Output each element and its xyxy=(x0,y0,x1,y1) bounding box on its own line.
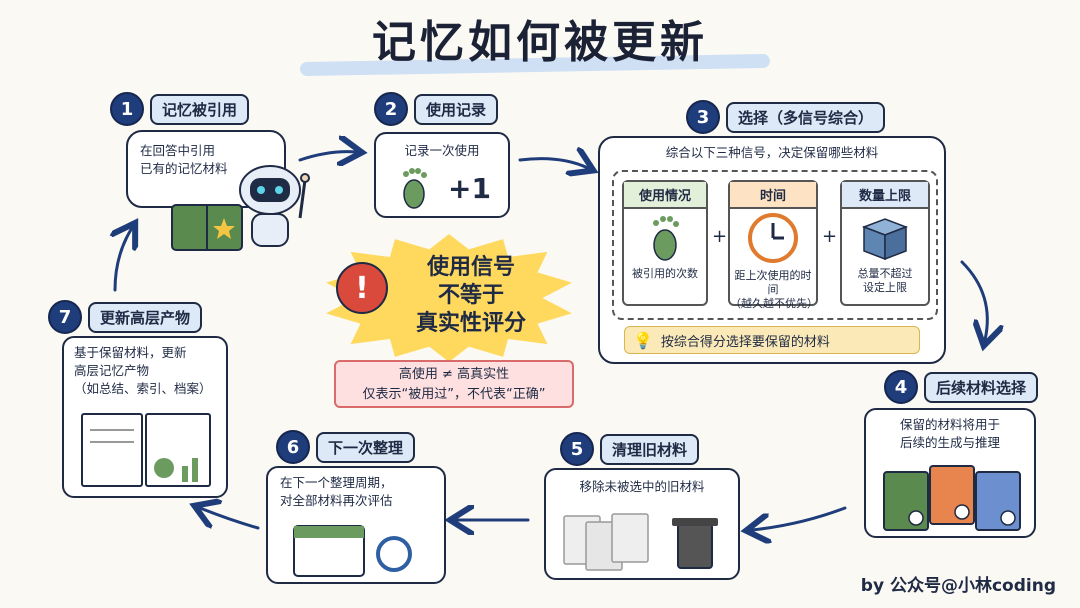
signal-desc: 总量不超过 xyxy=(857,267,913,280)
lightbulb-icon: 💡 xyxy=(633,330,653,350)
step-number: 6 xyxy=(276,430,310,464)
step-5-line-1: 移除未被选中的旧材料 xyxy=(579,479,705,494)
step-4-line-1: 保留的材料将用于 xyxy=(899,417,1000,432)
step-label: 选择（多信号综合） xyxy=(726,101,886,133)
footprint-icon xyxy=(403,168,427,209)
step-number: 7 xyxy=(48,300,82,334)
signal-usage: 使用情况 被引用的次数 xyxy=(622,180,708,306)
calendar-cycle-icon xyxy=(293,525,412,577)
step-5-header: 5 清理旧材料 xyxy=(560,432,700,466)
step-label: 下一次整理 xyxy=(316,431,416,463)
warning-text: 使用信号 不等于 真实性评分 xyxy=(396,254,546,338)
plus-one: +1 xyxy=(448,172,491,205)
report-icon xyxy=(81,413,211,487)
documents-icon xyxy=(883,465,1021,531)
alert-icon: ! xyxy=(336,262,388,314)
step-number: 3 xyxy=(686,100,720,134)
signal-header: 使用情况 xyxy=(624,182,706,209)
arrow-3-4 xyxy=(960,260,987,340)
step-label: 使用记录 xyxy=(414,93,499,125)
signal-limit: 数量上限 总量不超过 设定上限 xyxy=(840,180,930,306)
step-7-header: 7 更新高层产物 xyxy=(48,300,203,334)
step-2-header: 2 使用记录 xyxy=(374,92,499,126)
signal-header: 时间 xyxy=(730,182,816,209)
signal-desc: 被引用的次数 xyxy=(632,267,698,280)
step-label: 记忆被引用 xyxy=(150,93,250,125)
step-number: 4 xyxy=(884,370,918,404)
step-label: 清理旧材料 xyxy=(600,433,700,465)
step-number: 1 xyxy=(110,92,144,126)
step-1-header: 1 记忆被引用 xyxy=(110,92,250,126)
step-number: 2 xyxy=(374,92,408,126)
warning-note-line-2: 仅表示“被用过”，不代表“正确” xyxy=(362,387,546,402)
warning-note: 高使用 ≠ 高真实性 仅表示“被用过”，不代表“正确” xyxy=(334,360,574,408)
summary-bar: 💡 按综合得分选择要保留的材料 xyxy=(624,326,920,354)
page-title: 记忆如何被更新 xyxy=(372,17,708,68)
step-number: 5 xyxy=(560,432,594,466)
step-6-line-1: 在下一个整理周期， xyxy=(280,475,393,490)
step-2-card: 记录一次使用 +1 xyxy=(374,132,510,218)
step-7-line-1: 基于保留材料，更新 xyxy=(74,345,187,360)
signals-group xyxy=(612,170,938,320)
arrow-1-2 xyxy=(298,152,356,160)
step-6-header: 6 下一次整理 xyxy=(276,430,416,464)
author-credit: by 公众号@小林coding xyxy=(860,576,1056,596)
arrow-7-1 xyxy=(115,228,132,292)
arrow-4-5 xyxy=(752,506,847,530)
step-7-line-3: （如总结、索引、档案） xyxy=(74,381,212,396)
warning-note-line-1: 高使用 ≠ 高真实性 xyxy=(398,367,510,382)
arrow-6-7 xyxy=(200,508,260,530)
step-4-header: 4 后续材料选择 xyxy=(884,370,1039,404)
signal-time: 时间 距上次使用的时间 （越久越不优先） xyxy=(728,180,818,310)
step-6-line-2: 对全部材料再次评估 xyxy=(280,493,393,508)
signal-desc: 设定上限 xyxy=(863,281,907,294)
plus-sign: + xyxy=(712,226,728,247)
step-6-card: 在下一个整理周期， 对全部材料再次评估 xyxy=(266,466,446,584)
step-3-card: 综合以下三种信号，决定保留哪些材料 使用情况 被引用的次数 + 时间 距上次使用… xyxy=(598,136,946,364)
footprint-icon xyxy=(653,216,679,261)
warning-line-2: 不等于 xyxy=(437,283,504,308)
signal-desc: 距上次使用的时间 xyxy=(734,269,812,296)
clock-icon xyxy=(748,213,798,263)
summary-text: 按综合得分选择要保留的材料 xyxy=(660,334,830,350)
step-7-card: 基于保留材料，更新 高层记忆产物 （如总结、索引、档案） xyxy=(62,336,228,498)
signal-desc: （越久越不优先） xyxy=(730,297,818,310)
signal-header: 数量上限 xyxy=(842,182,928,209)
step-3-header: 3 选择（多信号综合） xyxy=(686,100,886,134)
step-1-line-1: 在回答中引用 xyxy=(140,143,216,158)
step-4-line-2: 后续的生成与推理 xyxy=(899,435,1000,450)
step-7-line-2: 高层记忆产物 xyxy=(74,363,150,378)
step-label: 更新高层产物 xyxy=(88,301,203,333)
step-label: 后续材料选择 xyxy=(924,371,1039,403)
step-1-line-2: 已有的记忆材料 xyxy=(140,161,228,176)
step-4-card: 保留的材料将用于 后续的生成与推理 xyxy=(864,408,1036,538)
warning-line-1: 使用信号 xyxy=(426,255,515,280)
box-icon xyxy=(861,218,909,261)
robot-reading-icon xyxy=(171,165,310,251)
trash-icon xyxy=(563,513,718,571)
warning-line-3: 真实性评分 xyxy=(415,311,526,336)
step-5-card: 移除未被选中的旧材料 xyxy=(544,468,740,580)
plus-sign: + xyxy=(822,226,838,247)
step-3-line-1: 综合以下三种信号，决定保留哪些材料 xyxy=(665,145,879,160)
step-2-line-1: 记录一次使用 xyxy=(404,143,480,158)
arrow-2-3 xyxy=(518,159,588,168)
